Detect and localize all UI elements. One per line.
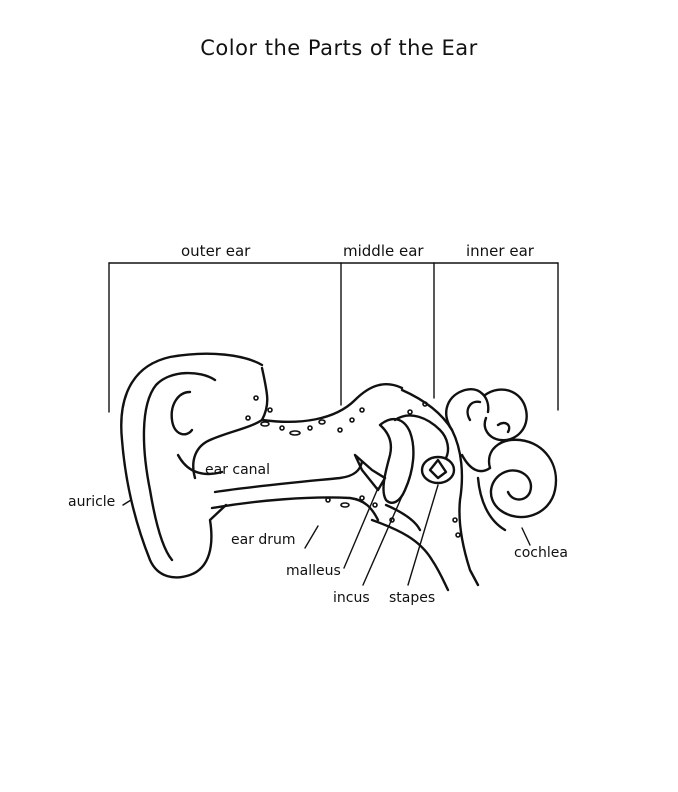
label-ear-canal: ear canal — [205, 462, 271, 478]
page-title: Color the Parts of the Ear — [200, 36, 478, 60]
section-label-inner-ear: inner ear — [466, 242, 534, 260]
middle-ear-shape — [353, 388, 480, 592]
label-cochlea: cochlea — [514, 545, 568, 561]
label-auricle: auricle — [68, 494, 116, 510]
section-label-middle-ear: middle ear — [343, 242, 424, 260]
texture-dots — [245, 395, 461, 538]
auricle-shape — [120, 352, 264, 579]
ear-canal-shape — [192, 366, 404, 522]
leader-lines — [122, 477, 531, 586]
label-ear-drum: ear drum — [231, 532, 296, 548]
section-label-outer-ear: outer ear — [181, 242, 251, 260]
label-malleus: malleus — [286, 563, 341, 579]
label-stapes: stapes — [389, 590, 436, 606]
inner-ear-shape — [445, 388, 558, 532]
section-brackets — [108, 262, 559, 413]
label-incus: incus — [333, 590, 370, 606]
